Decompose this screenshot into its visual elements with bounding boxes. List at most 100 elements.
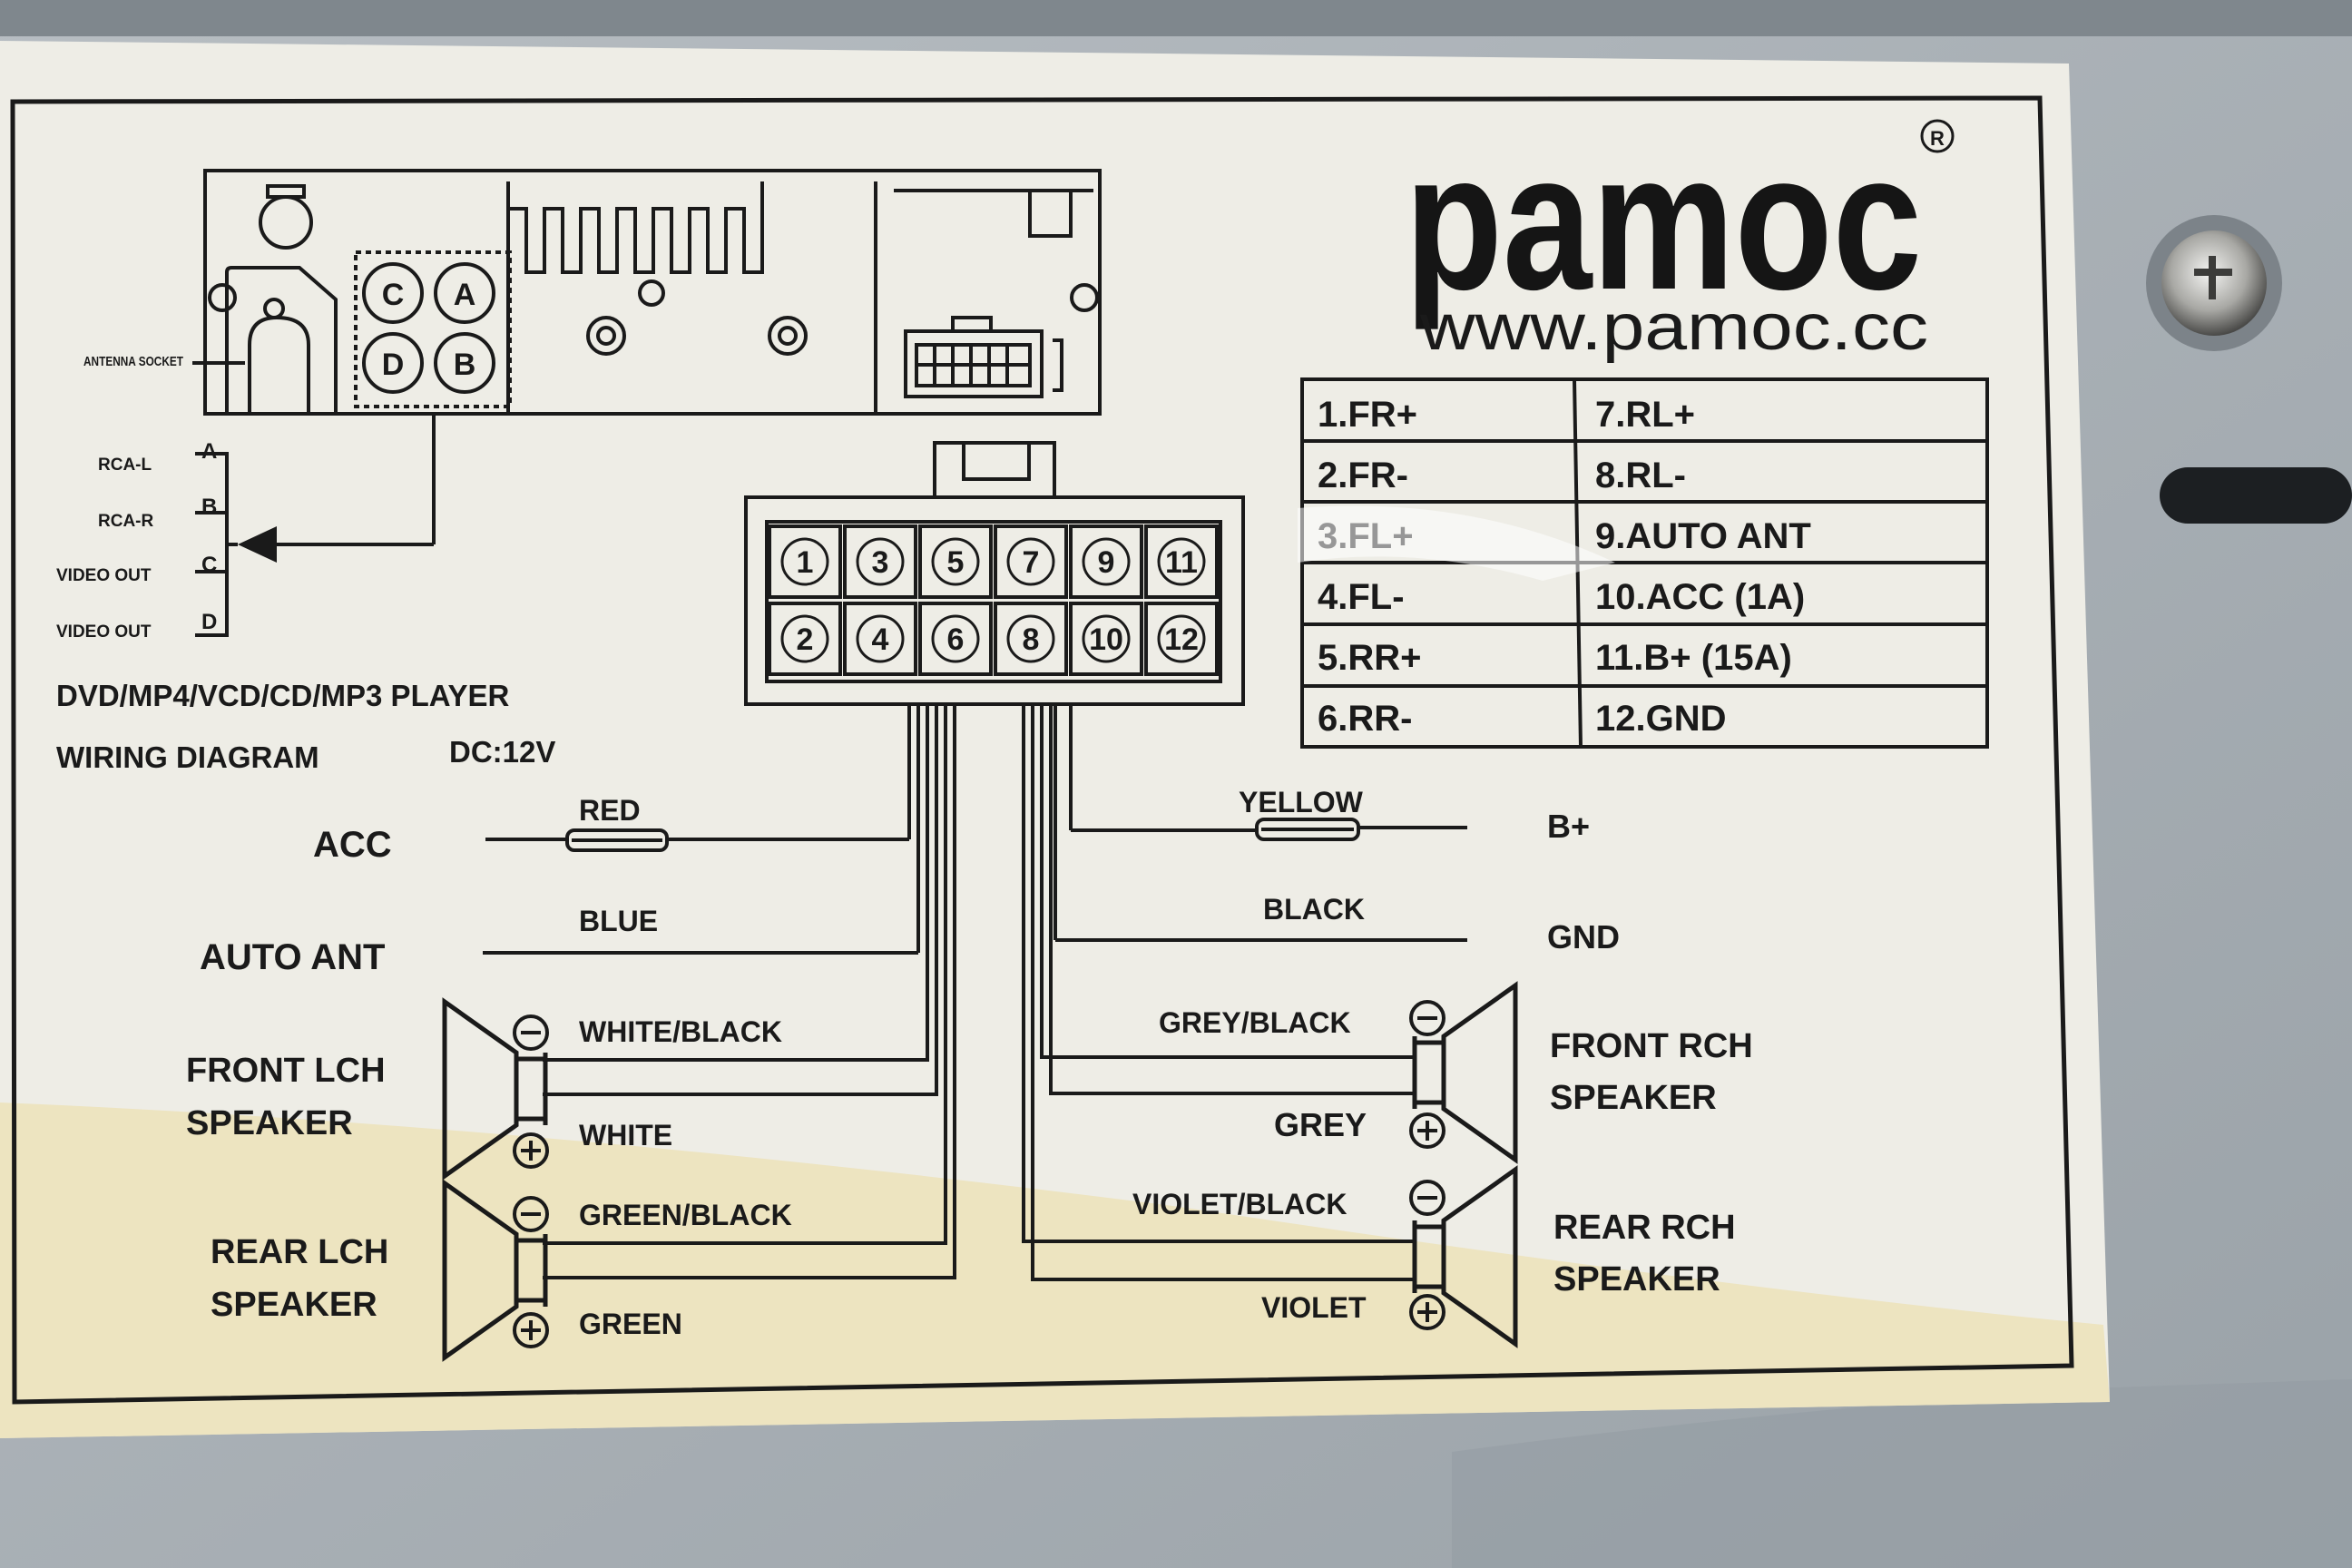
connector-pin-number: 8 (1023, 622, 1040, 657)
registered-letter: R (1930, 127, 1945, 150)
minus-icon (1409, 1180, 1446, 1216)
auto-ant-label: AUTO ANT (200, 937, 385, 977)
connector-pin-circle (1157, 614, 1206, 663)
front-r-speaker-line1: FRONT RCH (1550, 1027, 1753, 1065)
rca-port-a: A (454, 278, 476, 312)
brand-logo: pamoc (1405, 112, 1922, 330)
plus-icon (1409, 1112, 1446, 1149)
diagram-title: DVD/MP4/VCD/CD/MP3 PLAYER (56, 679, 510, 712)
connector-cell (918, 524, 993, 599)
rca-r-label: RCA-R (98, 512, 153, 531)
front-r-neg-color: GREY/BLACK (1159, 1006, 1351, 1039)
plus-icon (513, 1132, 549, 1169)
connector-cell (1144, 602, 1219, 676)
video-out-c-letter: C (201, 553, 217, 577)
rca-port-b: B (454, 348, 476, 382)
front-l-speaker-line1: FRONT LCH (186, 1052, 386, 1090)
pin-table-right-entry: 12.GND (1595, 699, 1727, 739)
plus-icon (513, 1312, 549, 1348)
connector-cell (994, 602, 1068, 676)
connector-pin-number: 3 (872, 545, 889, 580)
rca-r-letter: B (201, 495, 217, 519)
connector-pin-number: 2 (797, 622, 814, 657)
rear-r-speaker-line1: REAR RCH (1553, 1209, 1736, 1247)
front-right-speaker-icon (1412, 981, 1518, 1164)
rear-l-neg-color: GREEN/BLACK (579, 1199, 792, 1231)
rca-arrow (238, 526, 277, 563)
rca-l-label: RCA-L (98, 456, 152, 475)
sticker-border (10, 95, 2074, 1405)
minus-icon (513, 1196, 549, 1232)
right-wires (1055, 818, 1467, 942)
rear-r-speaker-line2: SPEAKER (1553, 1260, 1720, 1298)
head-unit-drawing (192, 169, 1102, 416)
auto-ant-wire-color: BLUE (579, 905, 658, 937)
connector-pin-circle (1006, 614, 1055, 663)
minus-icon (1409, 1000, 1446, 1036)
connector-housing (744, 441, 1245, 706)
connector-pin-number: 11 (1165, 545, 1198, 580)
front-l-speaker-line2: SPEAKER (186, 1104, 353, 1142)
front-left-speaker-icon (442, 997, 548, 1181)
pin-table-left-entry: 2.FR- (1318, 456, 1408, 495)
housing-top-edge (0, 0, 2352, 36)
housing-scuff (1452, 1379, 2352, 1568)
rear-l-pos-color: GREEN (579, 1308, 682, 1340)
connector-pin-number: 5 (947, 545, 965, 580)
screw-slot (2194, 256, 2232, 299)
connector-pin-number: 12 (1164, 622, 1199, 657)
front-l-neg-color: WHITE/BLACK (579, 1015, 782, 1048)
connector-pin-circle (780, 614, 829, 663)
acc-label: ACC (313, 825, 392, 865)
pin-table-right-entry: 7.RL+ (1595, 395, 1695, 435)
front-l-pos-color: WHITE (579, 1119, 672, 1152)
connector-cell (994, 524, 1068, 599)
rca-port-c: C (382, 278, 405, 312)
connector-pin-circle (1006, 537, 1055, 586)
video-out-d-label: VIDEO OUT (56, 622, 152, 642)
pin-table-right-entry: 11.B+ (15A) (1595, 638, 1792, 678)
rca-ports (362, 262, 495, 394)
connector-pin-number: 9 (1098, 545, 1115, 580)
acc-wire-color: RED (579, 794, 641, 827)
b-plus-wire-color: YELLOW (1239, 786, 1364, 818)
connector-pin-number: 6 (947, 622, 965, 657)
pin-table-left-entry: 1.FR+ (1318, 395, 1417, 435)
rca-port-d: D (382, 348, 405, 382)
pin-table-left-entry: 6.RR- (1318, 699, 1412, 739)
gnd-label: GND (1547, 918, 1620, 956)
housing-slot (2160, 467, 2352, 524)
connector-pin-circle (1157, 537, 1206, 586)
connector-pin-circle (1082, 614, 1131, 663)
diagram-subtitle: WIRING DIAGRAM (56, 740, 319, 774)
plus-icon (1409, 1294, 1446, 1330)
connector-cell (1069, 602, 1143, 676)
connector-cell (843, 602, 917, 676)
connector-pin-circle (856, 614, 905, 663)
gnd-wire-color: BLACK (1263, 893, 1365, 926)
voltage-label: DC:12V (449, 735, 555, 769)
rear-l-speaker-line2: SPEAKER (211, 1286, 377, 1324)
registered-mark (1920, 119, 1955, 153)
connector-pin-circle (931, 614, 980, 663)
pin-table-right-entry: 9.AUTO ANT (1595, 516, 1811, 556)
connector-cell (843, 524, 917, 599)
glare (1298, 505, 1615, 581)
rear-l-speaker-line1: REAR LCH (211, 1233, 388, 1271)
pin-table-right-entry: 8.RL- (1595, 456, 1686, 495)
left-wires (483, 828, 918, 955)
connector-pin-circle (856, 537, 905, 586)
rca-output-bracket (195, 414, 436, 637)
connector-pin-number: 4 (872, 622, 889, 657)
connector-cell (768, 524, 842, 599)
pin-table-right-entry: 10.ACC (1A) (1595, 577, 1805, 617)
connector-cell (918, 602, 993, 676)
sticker-stain (0, 1102, 2110, 1438)
antenna-socket-label: ANTENNA SOCKET (83, 354, 183, 369)
rca-l-letter: A (201, 439, 217, 464)
connector-cell (1144, 524, 1219, 599)
connector-cell (768, 602, 842, 676)
